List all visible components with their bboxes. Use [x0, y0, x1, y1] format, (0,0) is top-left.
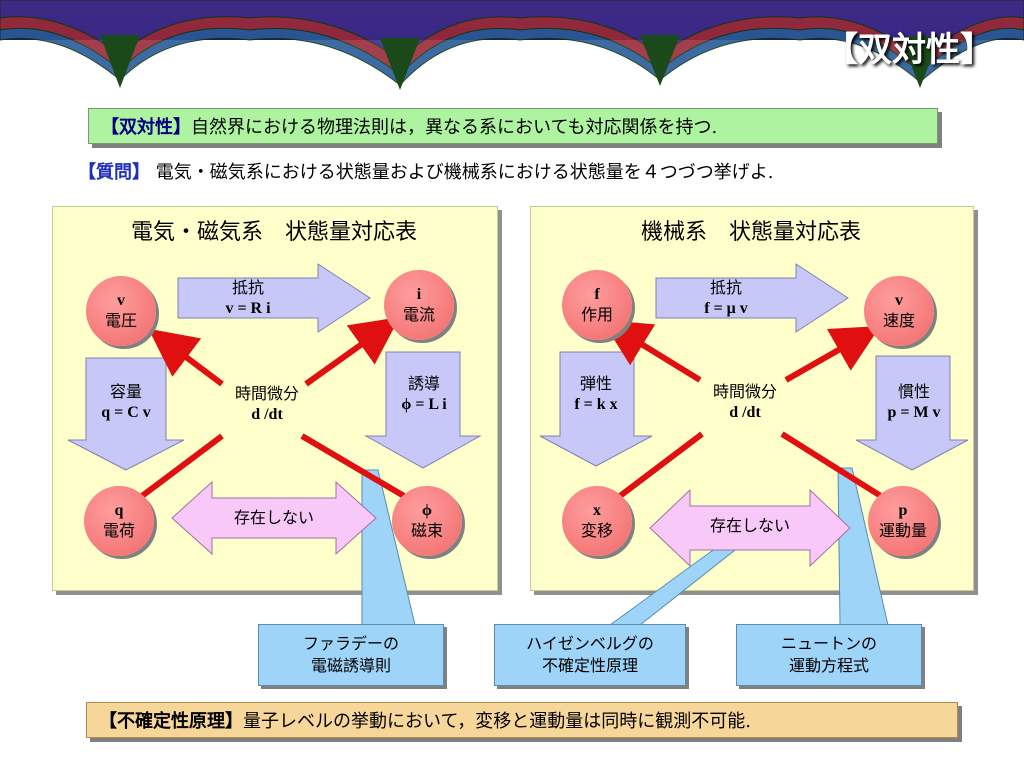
node-force: f 作用	[562, 270, 632, 340]
mechanical-center-label: 時間微分 d /dt	[700, 382, 790, 423]
heisenberg-callout: ハイゼンベルグの 不確定性原理	[494, 624, 686, 686]
duality-keyword: 【双対性】	[101, 117, 191, 138]
mechanical-time-derivative-formula: d /dt	[729, 404, 761, 421]
electric-line-to-i	[304, 317, 400, 387]
mechanical-left-arrow	[539, 351, 653, 467]
electric-top-arrow-label: 抵抗 v = R i	[198, 278, 298, 319]
mechanical-bottom-arrow-label: 存在しない	[709, 516, 790, 535]
slide-title: 【双対性】	[824, 30, 994, 70]
node-velocity-name: 速度	[882, 311, 915, 330]
mechanical-bottom-arrow	[649, 488, 851, 568]
electric-line-q	[140, 433, 224, 499]
mechanical-time-derivative-name: 時間微分	[712, 382, 777, 401]
node-current-symbol: i	[416, 286, 422, 303]
newton-callout-line2: 運動方程式	[788, 656, 869, 675]
node-charge-symbol: q	[114, 502, 124, 519]
mechanical-resistance-name: 抵抗	[709, 278, 742, 297]
node-voltage-name: 電圧	[104, 311, 137, 330]
mechanical-line-x	[618, 431, 704, 499]
electric-bottom-arrow	[171, 480, 377, 556]
node-force-symbol: f	[594, 286, 600, 303]
node-voltage-symbol: v	[117, 292, 125, 309]
node-charge: q 電荷	[84, 486, 154, 556]
mechanical-line-to-v	[784, 326, 881, 383]
node-displacement-symbol: x	[593, 502, 601, 519]
node-flux-symbol: ϕ	[422, 502, 432, 519]
node-momentum-symbol: p	[898, 502, 908, 519]
uncertainty-text: 量子レベルの挙動において，変移と運動量は同時に観測不可能.	[243, 711, 751, 732]
electric-left-arrow-label: 容量 q = C v	[86, 382, 166, 423]
electric-line-to-v	[148, 328, 224, 387]
electric-resistance-name: 抵抗	[231, 278, 264, 297]
node-displacement: x 変移	[562, 486, 632, 556]
electric-right-arrow-label: 誘導 ϕ = L i	[384, 374, 464, 415]
mechanical-right-arrow	[855, 355, 969, 471]
electric-right-arrow	[364, 351, 482, 469]
electric-inductance-name: 誘導	[407, 374, 440, 393]
electric-bottom-arrow-label: 存在しない	[233, 508, 314, 527]
question-text: 電気・磁気系における状態量および機械系における状態量を４つづつ挙げよ.	[155, 162, 774, 183]
node-flux: ϕ 磁束	[392, 486, 462, 556]
mechanical-inertia-formula: p = M v	[887, 404, 941, 421]
faraday-callout: ファラデーの 電磁誘導則	[258, 624, 444, 686]
node-displacement-name: 変移	[580, 521, 613, 540]
mechanical-line-p	[780, 431, 886, 501]
mechanical-elasticity-formula: f = k x	[574, 396, 618, 413]
electric-panel-title: 電気・磁気系 状態量対応表	[130, 220, 417, 245]
mechanical-resistance-formula: f = μ v	[704, 300, 748, 317]
decorative-banner	[0, 0, 1024, 92]
electric-resistance-formula: v = R i	[225, 300, 271, 317]
duality-statement-box: 【双対性】 自然界における物理法則は，異なる系においても対応関係を持つ.	[88, 108, 938, 144]
heisenberg-callout-tail	[608, 544, 737, 626]
mechanical-top-arrow	[655, 263, 849, 333]
node-flux-name: 磁束	[410, 521, 443, 540]
faraday-callout-line1: ファラデーの	[302, 634, 399, 653]
question-line: 【質問】 電気・磁気系における状態量および機械系における状態量を４つづつ挙げよ.	[78, 158, 773, 184]
heisenberg-callout-line2: 不確定性原理	[541, 656, 638, 675]
mechanical-right-arrow-label: 慣性 p = M v	[872, 382, 956, 423]
node-current-name: 電流	[402, 305, 435, 324]
mechanical-left-arrow-label: 弾性 f = k x	[556, 374, 636, 415]
node-momentum: p 運動量	[868, 486, 938, 556]
electric-line-phi	[300, 433, 406, 499]
newton-callout: ニュートンの 運動方程式	[736, 624, 922, 686]
node-charge-name: 電荷	[102, 521, 135, 540]
node-voltage: v 電圧	[86, 276, 156, 346]
faraday-callout-line2: 電磁誘導則	[310, 656, 391, 675]
node-velocity-symbol: v	[895, 292, 903, 309]
electric-top-arrow	[177, 263, 371, 333]
node-momentum-name: 運動量	[878, 521, 927, 540]
uncertainty-statement-box: 【不確定性原理】 量子レベルの挙動において，変移と運動量は同時に観測不可能.	[86, 702, 958, 738]
electric-capacitance-name: 容量	[109, 382, 142, 401]
electric-inductance-formula: ϕ = L i	[401, 396, 447, 413]
newton-callout-line1: ニュートンの	[780, 634, 877, 653]
node-force-name: 作用	[580, 305, 613, 324]
heisenberg-callout-line1: ハイゼンベルグの	[526, 634, 654, 653]
uncertainty-keyword: 【不確定性原理】	[99, 711, 243, 732]
node-velocity: v 速度	[864, 276, 934, 346]
mechanical-line-to-f	[601, 319, 702, 383]
electric-capacitance-formula: q = C v	[101, 404, 151, 421]
duality-text: 自然界における物理法則は，異なる系においても対応関係を持つ.	[191, 117, 718, 138]
node-current: i 電流	[384, 270, 454, 340]
question-keyword: 【質問】	[78, 162, 150, 183]
mechanical-elasticity-name: 弾性	[579, 374, 612, 393]
mechanical-top-arrow-label: 抵抗 f = μ v	[676, 278, 776, 319]
electric-time-derivative-formula: d /dt	[251, 406, 283, 423]
mechanical-inertia-name: 慣性	[897, 382, 930, 401]
electric-center-label: 時間微分 d /dt	[222, 384, 312, 425]
electric-time-derivative-name: 時間微分	[234, 384, 299, 403]
mechanical-panel-title: 機械系 状態量対応表	[640, 220, 861, 245]
